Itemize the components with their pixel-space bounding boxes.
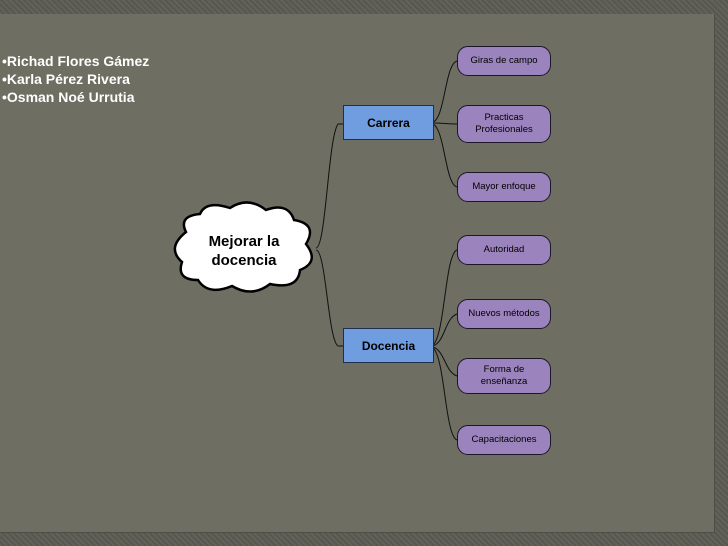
connector-carrera-practicas bbox=[432, 122, 458, 125]
leaf-practicas-line-1: Practicas bbox=[484, 112, 524, 123]
central-topic-line-2: docencia bbox=[211, 252, 277, 269]
branch-carrera: Carrera bbox=[343, 105, 434, 140]
author-list: •Richad Flores Gámez •Karla Pérez Rivera… bbox=[2, 52, 149, 106]
leaf-practicas-profesionales: Practicas Profesionales bbox=[457, 105, 551, 143]
author-3: •Osman Noé Urrutia bbox=[2, 89, 135, 105]
connector-docencia-nuevos bbox=[432, 313, 458, 347]
central-cloud-shape bbox=[173, 201, 313, 293]
branch-docencia: Docencia bbox=[343, 328, 434, 363]
leaf-forma-line-1: Forma de bbox=[483, 364, 525, 375]
central-topic: Mejorar la docencia bbox=[192, 232, 296, 270]
connector-docencia-forma bbox=[432, 346, 458, 377]
connector-docencia-capacitaciones bbox=[432, 347, 458, 441]
connector-central-docencia bbox=[315, 249, 344, 347]
connector-docencia-autoridad bbox=[432, 249, 458, 346]
central-topic-line-1: Mejorar la bbox=[208, 233, 280, 250]
leaf-forma-line-2: enseñanza bbox=[480, 376, 528, 387]
leaf-mayor-enfoque: Mayor enfoque bbox=[457, 172, 551, 202]
leaf-giras-de-campo: Giras de campo bbox=[457, 46, 551, 76]
author-2: •Karla Pérez Rivera bbox=[2, 71, 130, 87]
leaf-capacitaciones: Capacitaciones bbox=[457, 425, 551, 455]
connector-carrera-giras bbox=[432, 60, 458, 123]
slide-panel bbox=[0, 14, 715, 533]
leaf-practicas-line-2: Profesionales bbox=[475, 124, 533, 135]
leaf-autoridad: Autoridad bbox=[457, 235, 551, 265]
leaf-forma-de-ensenanza: Forma de enseñanza bbox=[457, 358, 551, 394]
connector-central-carrera bbox=[315, 123, 344, 249]
leaf-nuevos-metodos: Nuevos métodos bbox=[457, 299, 551, 329]
author-1: •Richad Flores Gámez bbox=[2, 53, 150, 69]
connector-carrera-mayor bbox=[432, 123, 458, 188]
